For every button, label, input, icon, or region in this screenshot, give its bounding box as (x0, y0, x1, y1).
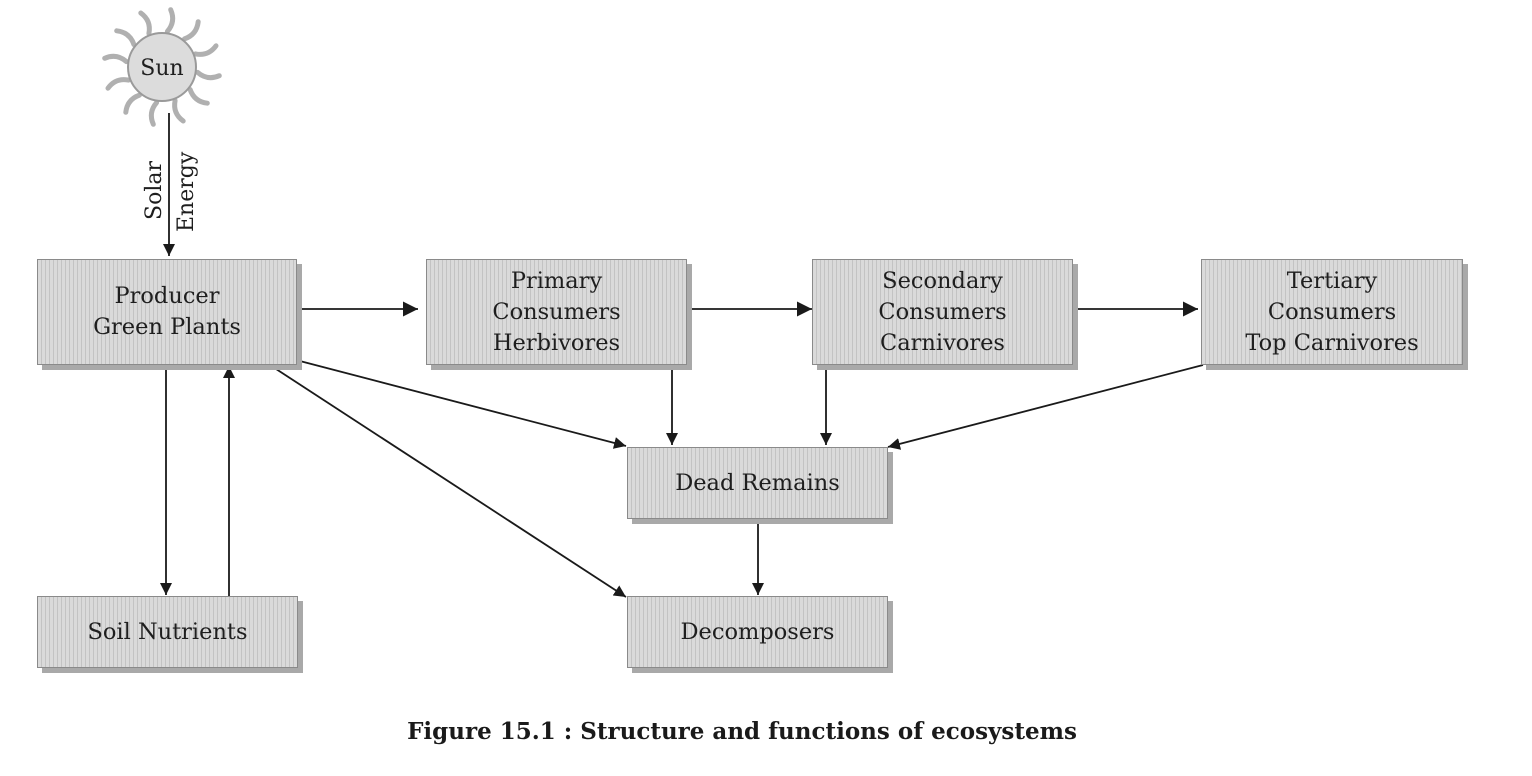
sun-ray (105, 77, 131, 91)
secondary-line-1: Secondary (882, 267, 1003, 294)
sun-ray (182, 19, 201, 42)
soil-nutrients-box: Soil Nutrients (37, 596, 298, 668)
arrow-tertiary-to-dead-remains (887, 364, 1204, 450)
figure-caption: Figure 15.1 : Structure and functions of… (407, 718, 1077, 745)
secondary-line-3: Carnivores (880, 329, 1005, 356)
primary-line-1: Primary (510, 267, 603, 294)
secondary-line-2: Consumers (878, 298, 1007, 325)
solar-label: Solar (142, 161, 167, 220)
producer-line-1: Producer (114, 283, 220, 309)
sun-label: Sun (140, 56, 183, 81)
decomposers-label: Decomposers (680, 618, 835, 645)
tertiary-line-3: Top Carnivores (1245, 329, 1419, 356)
sun-ray (164, 7, 176, 34)
decomposers-box: Decomposers (627, 596, 888, 668)
arrow-producer-to-decomposers (272, 366, 627, 598)
sun-ray (187, 87, 210, 106)
sun-ray (138, 10, 152, 36)
primary-consumers-box: Primary Consumers Herbivores (426, 259, 687, 365)
energy-label: Energy (174, 151, 199, 232)
sun-icon: Sun (102, 7, 222, 127)
sun-ray (123, 92, 142, 115)
sun-ray (195, 69, 222, 81)
sun-ray (193, 43, 219, 57)
dead-remains-box: Dead Remains (627, 447, 888, 519)
primary-line-3: Herbivores (492, 329, 621, 356)
producer-line-2: Green Plants (93, 314, 241, 340)
tertiary-consumers-box: Tertiary Consumers Top Carnivores (1201, 259, 1463, 365)
tertiary-line-1: Tertiary (1286, 267, 1378, 294)
sun-ray (148, 100, 160, 127)
secondary-consumers-box: Secondary Consumers Carnivores (812, 259, 1073, 365)
tertiary-line-2: Consumers (1267, 298, 1397, 325)
sun-ray (172, 98, 186, 124)
sun-ray (114, 28, 137, 47)
sun-ray (102, 53, 129, 65)
dead-remains-label: Dead Remains (675, 469, 840, 496)
arrow-producer-to-dead-remains (295, 359, 627, 449)
primary-line-2: Consumers (492, 298, 621, 325)
producer-box: Producer Green Plants (37, 259, 297, 365)
soil-nutrients-label: Soil Nutrients (87, 618, 248, 645)
